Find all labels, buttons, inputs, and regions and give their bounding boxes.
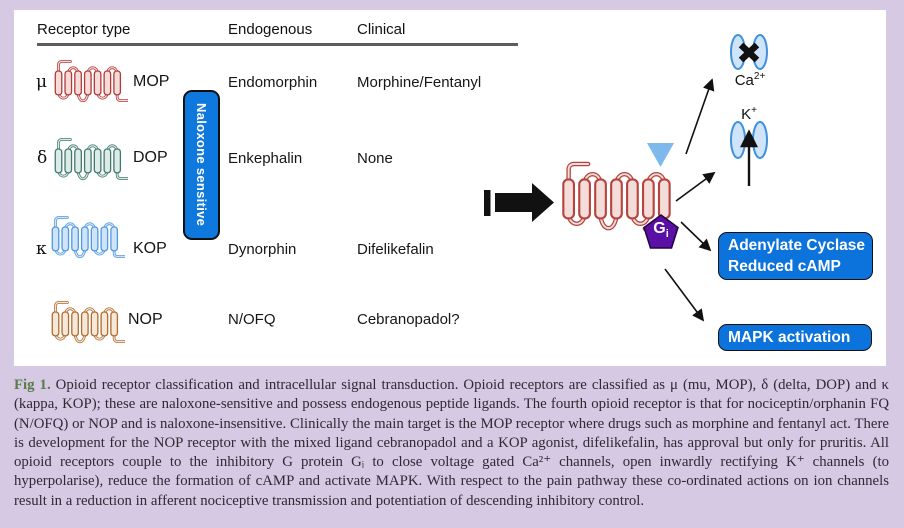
greek-mu-label: μ — [36, 72, 48, 92]
receptor-icon-mop — [54, 60, 128, 103]
effect-arrows — [664, 78, 716, 322]
block-arrow-icon — [484, 183, 554, 222]
endogenous-kop: Dynorphin — [228, 241, 297, 258]
clinical-kop: Difelikefalin — [357, 241, 434, 258]
col-header-endogenous: Endogenous — [228, 21, 313, 38]
clinical-nop: Cebranopadol? — [357, 311, 460, 328]
mapk-activation-box: MAPK activation — [718, 324, 872, 351]
k-ion-label: K+ — [741, 105, 757, 123]
endogenous-dop: Enkephalin — [228, 150, 303, 167]
greek-delta-label: δ — [37, 148, 48, 168]
g-protein-pentagon-icon — [643, 214, 679, 249]
ca-ion-label: Ca2+ — [734, 71, 766, 89]
receptor-name-mop: MOP — [133, 73, 170, 90]
clinical-mop: Morphine/Fentanyl — [357, 74, 482, 91]
arrow-to-ca-channel — [685, 78, 715, 155]
figure-caption: Fig 1. Opioid receptor classification an… — [14, 376, 889, 511]
receptor-icon-nop — [51, 301, 125, 344]
figure-panel: Receptor type Endogenous Clinical μ MOP … — [14, 10, 886, 366]
naloxone-sensitive-box: Naloxone sensitive — [183, 90, 220, 240]
receptor-icon-large — [562, 161, 671, 231]
clinical-dop: None — [357, 150, 393, 167]
endogenous-nop: N/OFQ — [228, 311, 276, 328]
endogenous-mop: Endomorphin — [228, 74, 318, 91]
greek-kappa-label: κ — [36, 239, 47, 259]
receptor-icon-kop — [51, 216, 125, 259]
blocked-x-icon — [738, 42, 760, 63]
adenylate-cyclase-box: Adenylate Cyclase Reduced cAMP — [718, 232, 873, 280]
receptor-name-nop: NOP — [128, 311, 163, 328]
mapk-line1: MAPK activation — [728, 328, 851, 346]
col-header-clinical: Clinical — [357, 21, 406, 38]
arrow-to-mapk-box — [664, 268, 705, 322]
adenylate-line2: Reduced cAMP — [728, 258, 841, 275]
caption-text: Opioid receptor classification and intra… — [14, 377, 889, 509]
adenylate-line1: Adenylate Cyclase — [728, 237, 865, 254]
signal-transduction-diagram — [484, 34, 768, 322]
receptor-icon-dop — [54, 138, 128, 181]
caption-figure-label: Fig 1. — [14, 377, 51, 393]
col-header-receptor-type: Receptor type — [37, 21, 131, 38]
arrow-to-k-channel — [675, 171, 716, 202]
receptor-name-dop: DOP — [133, 149, 168, 166]
receptor-name-kop: KOP — [133, 240, 167, 257]
arrow-to-adenylate-box — [680, 221, 712, 252]
naloxone-sensitive-label: Naloxone sensitive — [194, 103, 209, 227]
g-protein-label: Gi — [653, 220, 669, 241]
header-underline — [37, 43, 518, 46]
k-channel-icon — [730, 121, 768, 186]
ca-channel-icon — [730, 34, 768, 70]
agonist-triangle-icon — [647, 143, 674, 167]
